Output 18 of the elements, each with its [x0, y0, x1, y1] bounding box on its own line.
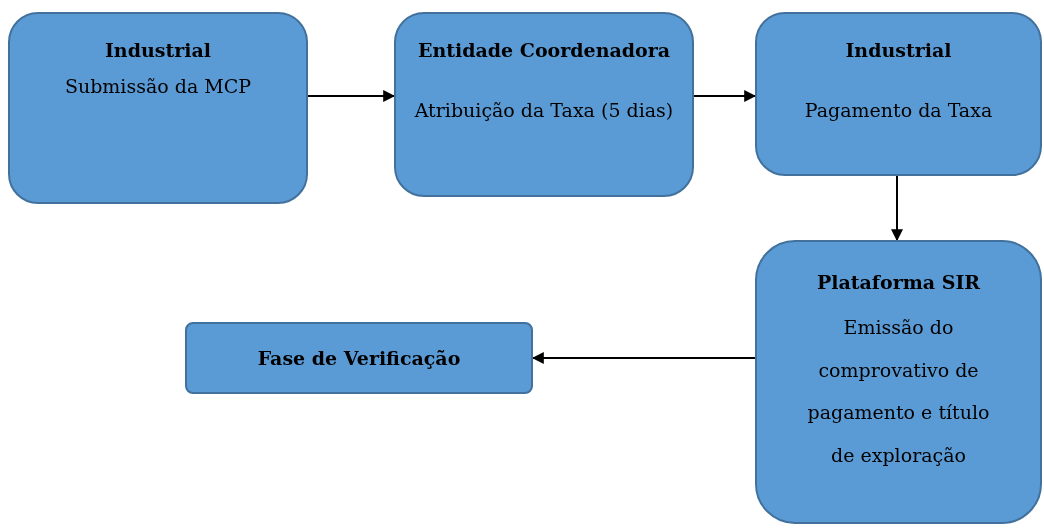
process-box	[755, 240, 1042, 524]
box-heading: Fase de Verificação	[256, 346, 462, 371]
process-box	[394, 12, 694, 197]
box-heading: Plataforma SIR	[815, 270, 982, 295]
arrow	[891, 175, 903, 242]
box-heading: Industrial	[104, 38, 212, 63]
process-box	[755, 12, 1042, 176]
box-heading: Entidade Coordenadora	[416, 38, 672, 63]
box-text: Atribuição da Taxa (5 dias)	[414, 98, 674, 123]
arrow	[693, 90, 757, 102]
box-heading: Industrial	[844, 38, 953, 63]
box-text: Submissão da MCP	[63, 74, 253, 99]
box-text: Pagamento da Taxa	[803, 98, 994, 123]
arrow	[307, 90, 396, 102]
process-box	[185, 322, 533, 394]
process-box	[8, 12, 308, 204]
arrow	[531, 352, 756, 364]
box-text: Emissão do comprovativo de pagamento e título de exploração	[806, 315, 991, 468]
